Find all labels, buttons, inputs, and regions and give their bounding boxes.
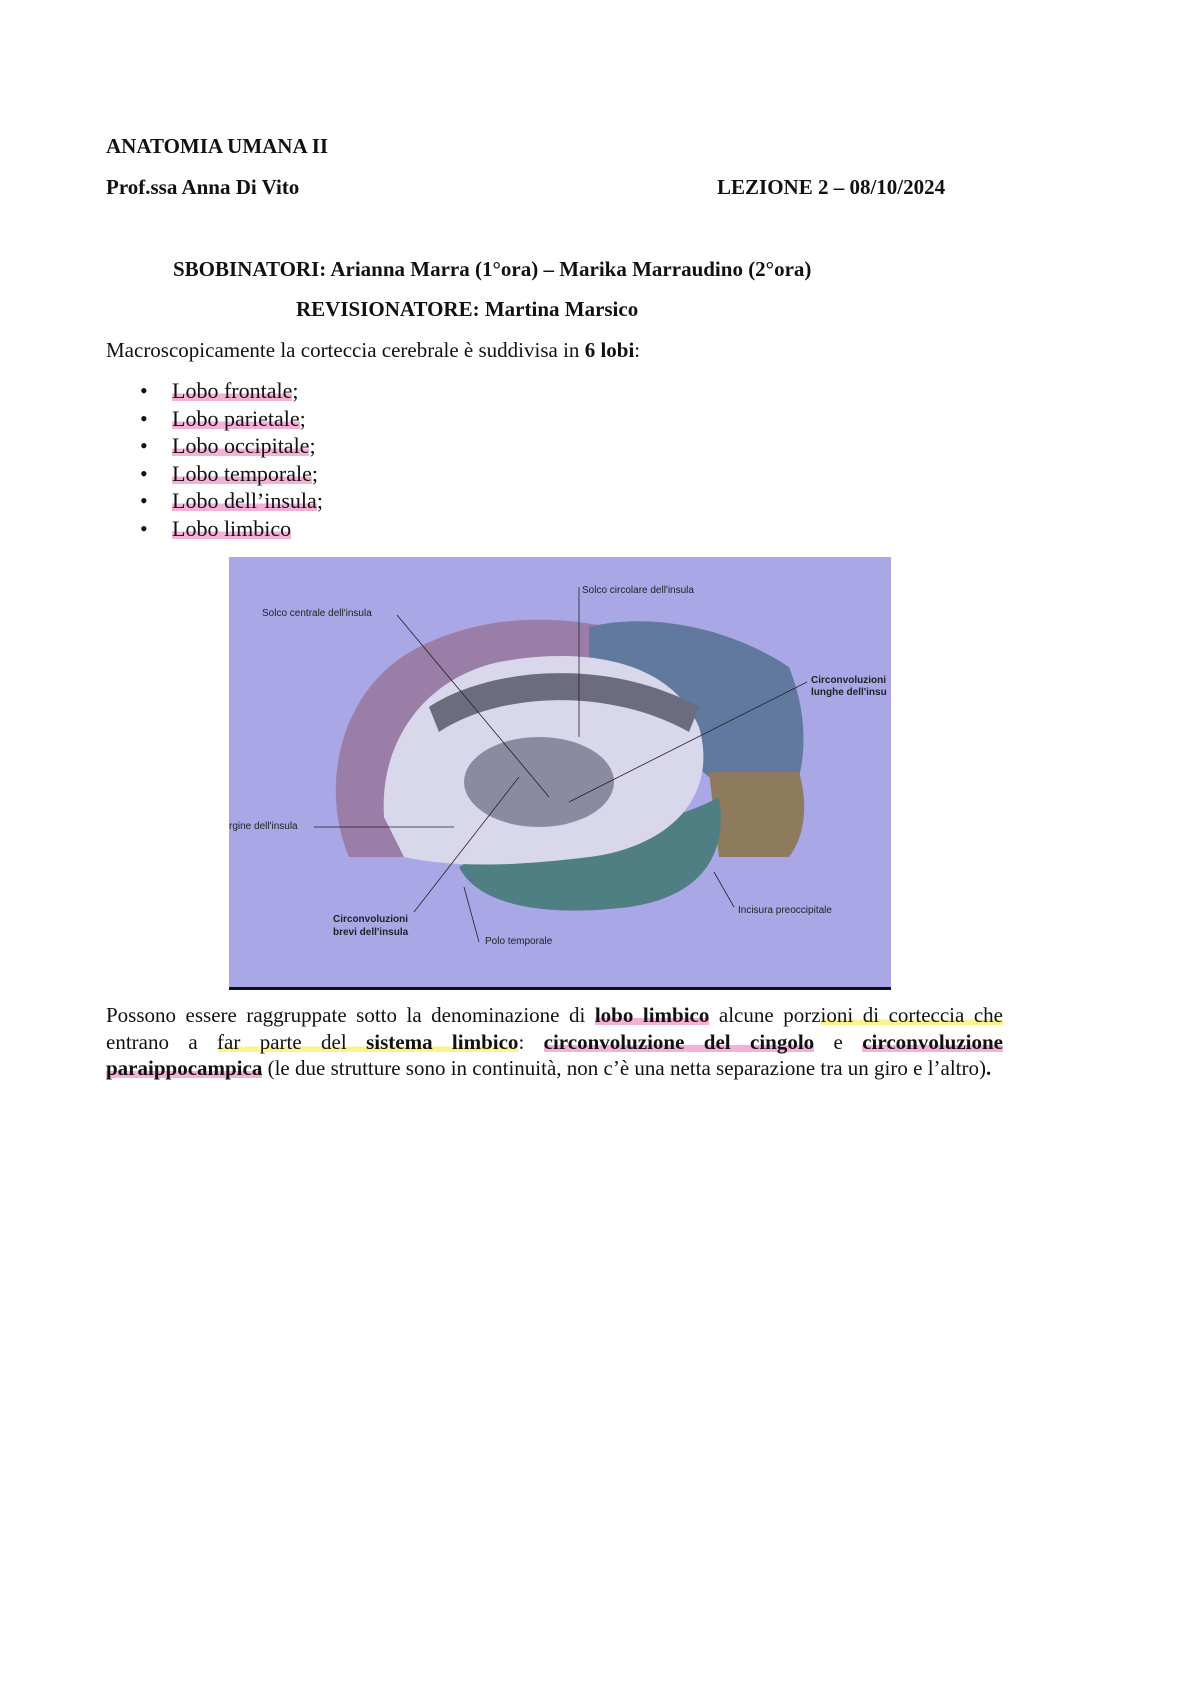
intro-end: : — [634, 338, 641, 362]
lesson-date: LEZIONE 2 – 08/10/2024 — [717, 175, 946, 199]
label-circ-brevi-1: Circonvoluzioni — [333, 914, 408, 925]
course-title: ANATOMIA UMANA II — [106, 134, 329, 158]
label-solco-centrale: Solco centrale dell'insula — [262, 608, 372, 619]
label-circ-lunghe-1: Circonvoluzioni — [811, 675, 886, 686]
body-paragraph: Possono essere raggruppate sotto la deno… — [106, 1003, 1003, 1080]
intro-sentence: Macroscopicamente la corteccia cerebrale… — [106, 338, 640, 363]
label-polo-temporale: Polo temporale — [485, 936, 553, 947]
term-cingolo: circonvoluzione del cingolo — [543, 1029, 815, 1054]
list-item: Lobo limbico — [140, 515, 323, 543]
brain-figure: Solco circolare dell'insula Solco centra… — [229, 557, 891, 990]
label-circ-brevi-2: brevi dell'insula — [333, 927, 409, 938]
reviewer: REVISIONATORE: Martina Marsico — [296, 297, 639, 321]
list-item: Lobo dell’insula; — [140, 487, 323, 515]
label-margine: rgine dell'insula — [229, 821, 298, 832]
transcribers: SBOBINATORI: Arianna Marra (1°ora) – Mar… — [173, 257, 812, 281]
list-item: Lobo frontale; — [140, 377, 323, 405]
list-item: Lobo occipitale; — [140, 432, 323, 460]
intro-bold: 6 lobi — [584, 338, 635, 362]
label-incisura: Incisura preoccipitale — [738, 905, 832, 916]
list-item: Lobo parietale; — [140, 405, 323, 433]
professor-name: Prof.ssa Anna Di Vito — [106, 175, 300, 199]
term-lobo-limbico: lobo limbico — [594, 1003, 710, 1027]
list-item: Lobo temporale; — [140, 460, 323, 488]
term-sistema-limbico: sistema limbico — [366, 1029, 519, 1054]
highlight-sistema-limbico: far parte del sistema limbico — [217, 1029, 519, 1054]
label-solco-circolare: Solco circolare dell'insula — [582, 585, 694, 596]
lobes-list: Lobo frontale; Lobo parietale; Lobo occi… — [140, 377, 323, 543]
brain-illustration — [314, 587, 808, 943]
intro-text: Macroscopicamente la corteccia cerebrale… — [106, 338, 585, 362]
label-circ-lunghe-2: lunghe dell'insu — [811, 687, 887, 698]
